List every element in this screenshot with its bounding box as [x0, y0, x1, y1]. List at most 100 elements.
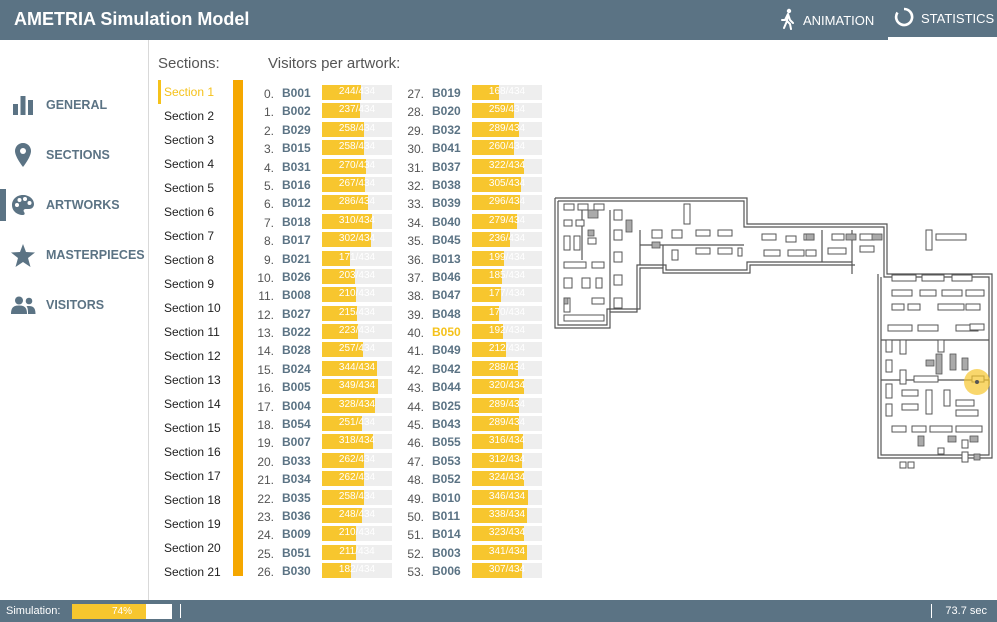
artwork-visitor-fill: [472, 544, 527, 560]
museum-floor-plan[interactable]: [552, 190, 997, 480]
section-item[interactable]: Section 2: [164, 109, 215, 123]
section-item[interactable]: Section 3: [164, 133, 215, 147]
section-item[interactable]: Section 17: [164, 469, 221, 483]
sidebar-item-artworks[interactable]: ARTWORKS: [0, 189, 148, 221]
section-item[interactable]: Section 7: [164, 229, 215, 243]
section-item[interactable]: Section 8: [164, 253, 215, 267]
section-item[interactable]: Section 4: [164, 157, 215, 171]
artwork-visitor-bar: 267/434: [322, 176, 392, 192]
section-item[interactable]: Section 20: [164, 541, 221, 555]
section-item[interactable]: Section 18: [164, 493, 221, 507]
artwork-visitor-count: 258/434: [338, 141, 376, 153]
simulation-time: 73.7 sec: [945, 605, 987, 617]
section-item[interactable]: Section 10: [164, 301, 221, 315]
artwork-visitor-fill: [472, 452, 523, 468]
section-item[interactable]: Section 21: [164, 565, 221, 579]
sidebar-item-general[interactable]: GENERAL: [0, 89, 148, 121]
artwork-code: B027: [282, 306, 311, 321]
artwork-index: 30.: [407, 142, 424, 157]
section-item[interactable]: Section 16: [164, 445, 221, 459]
section-item[interactable]: Section 5: [164, 181, 215, 195]
sidebar-item-sections[interactable]: SECTIONS: [0, 139, 148, 171]
artwork-visitor-count: 323/434: [488, 527, 526, 539]
artwork-visitor-fill: [322, 140, 364, 156]
statistics-tab[interactable]: STATISTICS: [888, 0, 997, 40]
section-item[interactable]: Section 11: [164, 325, 220, 339]
section-item[interactable]: Section 15: [164, 421, 221, 435]
section-item[interactable]: Section 1: [158, 80, 228, 104]
artwork-index: 19.: [257, 436, 274, 451]
section-item[interactable]: Section 13: [164, 373, 221, 387]
animation-tab[interactable]: ANIMATION: [780, 0, 874, 40]
artwork-visitor-bar: 310/434: [322, 213, 392, 229]
section-item[interactable]: Section 19: [164, 517, 221, 531]
artwork-visitor-count: 286/434: [338, 196, 376, 208]
section-item[interactable]: Section 6: [164, 205, 215, 219]
artwork-visitor-fill: [472, 563, 522, 579]
section-item[interactable]: Section 14: [164, 397, 221, 411]
sidebar-item-visitors[interactable]: VISITORS: [0, 289, 148, 321]
artwork-index: 14.: [257, 344, 274, 359]
status-bar: Simulation: 74% 73.7 sec: [0, 600, 997, 622]
section-item[interactable]: Section 9: [164, 277, 215, 291]
section-item[interactable]: Section 12: [164, 349, 221, 363]
sidebar-item-masterpieces[interactable]: MASTERPIECES: [0, 239, 148, 271]
